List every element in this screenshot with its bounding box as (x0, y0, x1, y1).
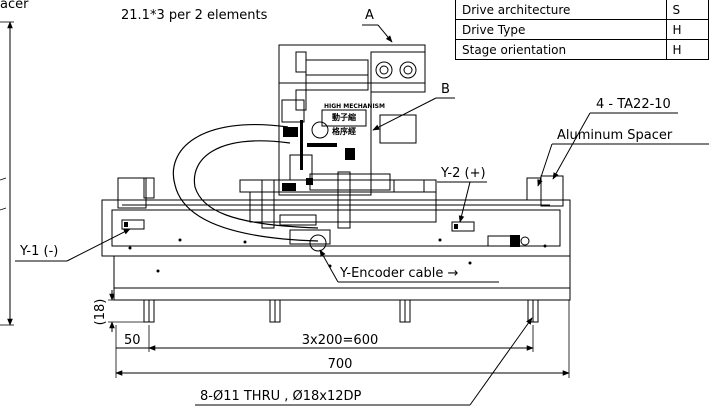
callout-a: A (365, 8, 374, 23)
dim-50: 50 (124, 333, 141, 348)
dim-600: 3x200=600 (302, 333, 378, 348)
holes-label: 8-Ø11 THRU , Ø18x12DP (200, 389, 362, 404)
spec-value: H (665, 39, 709, 60)
spacer-partial-label: acer (0, 0, 29, 12)
dim-700: 700 (328, 357, 353, 372)
y2-label: Y-2 (+) (440, 166, 486, 181)
cable-loop (172, 123, 319, 242)
spec-table: Drive architecture S Drive Type H Stage … (455, 0, 709, 60)
carriage (239, 171, 437, 252)
motor-text-2: 格序經 (332, 126, 356, 136)
callout-b: B (441, 82, 450, 97)
mounting-bolts (143, 299, 539, 323)
motor-brand: HIGH MECHANISM (324, 103, 385, 110)
right-end-block (526, 175, 564, 207)
spec-row: Drive architecture S (455, 0, 709, 20)
base-rail (101, 199, 571, 301)
spec-row: Stage orientation H (455, 39, 709, 60)
dim-18: (18) (93, 299, 108, 326)
limit-sensor-y1 (121, 219, 145, 230)
motor-text-1: 動子縮 (332, 112, 356, 122)
y1-label: Y-1 (-) (19, 244, 58, 259)
spec-key: Stage orientation (455, 39, 667, 60)
left-end-block (117, 177, 155, 209)
ta-label: 4 - TA22-10 (596, 97, 671, 112)
spacer-label: Aluminum Spacer (557, 128, 673, 143)
element-note: 21.1*3 per 2 elements (121, 8, 268, 23)
encoder-label: Y-Encoder cable → (339, 266, 458, 281)
